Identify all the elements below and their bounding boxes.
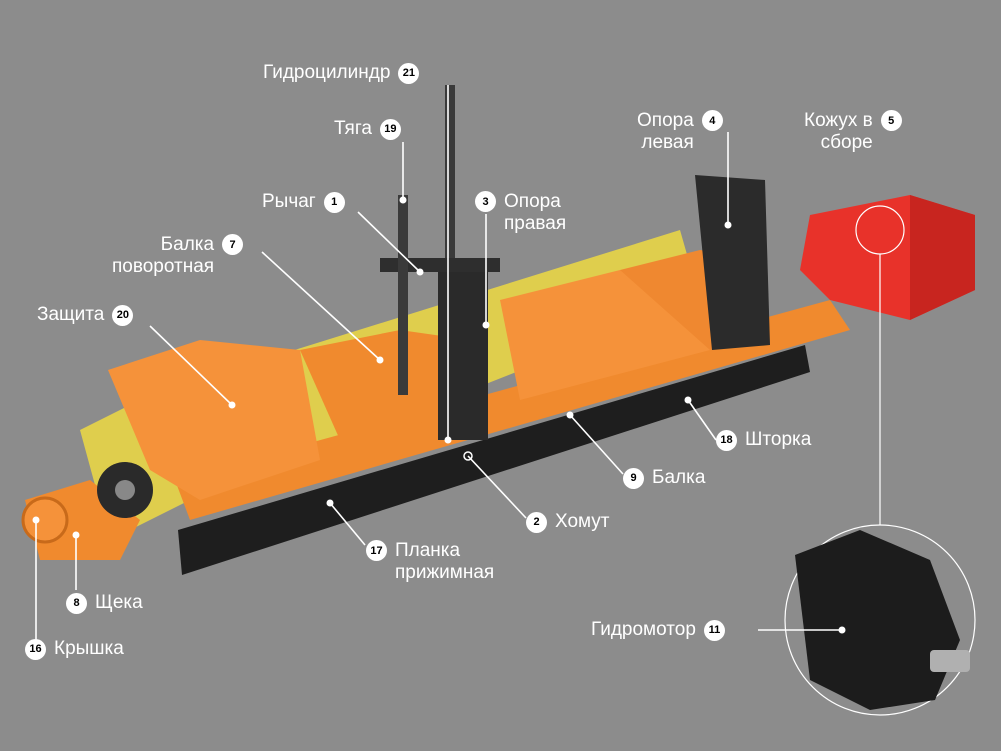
callout-text: Тяга xyxy=(334,118,372,139)
callout-number-badge: 21 xyxy=(398,62,420,84)
dot-cover xyxy=(32,516,40,524)
dot-support-left xyxy=(724,221,732,229)
callout-lever: Рычаг 1 xyxy=(262,191,345,213)
callout-number-badge: 17 xyxy=(366,540,387,561)
callout-number-badge: 1 xyxy=(323,191,345,213)
callout-text: Кожух в сборе xyxy=(804,110,873,153)
callout-beam: 9 Балка xyxy=(623,467,705,489)
callout-text: Гидроцилиндр xyxy=(263,62,391,83)
callout-clamp-bar: 17 Планка прижимная xyxy=(366,540,494,584)
support-right-plate xyxy=(438,260,488,440)
callout-number-badge: 19 xyxy=(379,118,401,140)
dot-lever xyxy=(416,268,424,276)
callout-text: Шторка xyxy=(745,429,812,450)
dot-support-right xyxy=(482,321,490,329)
callout-number-badge: 9 xyxy=(623,467,644,489)
leader-lines xyxy=(35,85,842,640)
callout-number-badge: 7 xyxy=(222,234,244,255)
leader-pivot-beam xyxy=(261,251,381,361)
callout-number-badge: 8 xyxy=(66,592,87,614)
dot-curtain xyxy=(684,396,692,404)
callout-text: Опора правая xyxy=(504,191,567,234)
leader-beam xyxy=(569,414,624,475)
dot-clamp-bar xyxy=(326,499,334,507)
support-left-plate xyxy=(695,175,770,350)
hydromotor-body xyxy=(795,530,960,710)
dot-cheek xyxy=(72,531,80,539)
callout-clamp: 2 Хомут xyxy=(526,511,610,533)
callout-number-badge: 4 xyxy=(701,110,723,131)
leader-clamp xyxy=(467,455,527,519)
dot-pivot-beam xyxy=(376,356,384,364)
callout-curtain: 18 Шторка xyxy=(716,429,811,451)
callout-text: Балка xyxy=(652,467,706,488)
callout-pivot-beam: Балка поворотная 7 xyxy=(112,234,244,278)
cover-cap xyxy=(21,496,69,544)
callout-support-right: 3 Опора правая xyxy=(475,191,566,235)
callout-text: Защита xyxy=(37,304,105,325)
red-housing-side xyxy=(910,195,975,320)
callout-number-badge: 2 xyxy=(526,511,547,533)
callout-text: Балка поворотная xyxy=(112,234,215,277)
leader-lever xyxy=(357,211,421,273)
callout-text: Гидромотор xyxy=(591,619,696,640)
leader-guard xyxy=(149,325,233,406)
curtain-strip xyxy=(178,345,810,575)
callout-cheek: 8 Щека xyxy=(66,592,143,614)
callout-text: Хомут xyxy=(555,511,610,532)
dot-clamp xyxy=(463,451,473,461)
brush-hub-center xyxy=(115,480,135,500)
leader-clamp-bar xyxy=(329,502,366,546)
leader-dots xyxy=(32,196,846,634)
callout-support-left: Опора левая 4 xyxy=(637,110,723,154)
callout-housing: Кожух в сборе 5 xyxy=(804,110,902,154)
callout-text: Рычаг xyxy=(262,191,316,212)
dot-beam xyxy=(566,411,574,419)
tie-rod xyxy=(398,195,408,395)
callout-number-badge: 18 xyxy=(716,429,737,451)
leader-curtain xyxy=(687,399,717,441)
callout-text: Щека xyxy=(95,592,143,613)
callout-rod: Тяга 19 xyxy=(334,118,401,140)
callout-number-badge: 20 xyxy=(112,304,134,326)
guard-panel-mid xyxy=(300,330,480,440)
callout-guard: Защита 20 xyxy=(37,304,134,326)
callout-number-badge: 5 xyxy=(880,110,902,131)
callout-cover: 16 Крышка xyxy=(25,638,124,660)
callout-hydrocylinder: Гидроцилиндр 21 xyxy=(263,62,420,84)
guard-panel-left xyxy=(108,340,320,500)
callout-text: Опора левая xyxy=(637,110,694,153)
dot-rod xyxy=(399,196,407,204)
dot-guard xyxy=(228,401,236,409)
callout-number-badge: 11 xyxy=(703,619,725,641)
callout-number-badge: 3 xyxy=(475,191,496,212)
dot-hydromotor xyxy=(838,626,846,634)
callout-hydromotor: Гидромотор 11 xyxy=(591,619,725,641)
hydrocylinder-rod xyxy=(445,85,455,265)
callout-text: Крышка xyxy=(54,638,124,659)
hydromotor-shaft xyxy=(930,650,970,672)
callout-text: Планка прижимная xyxy=(395,540,495,583)
dot-hydrocylinder xyxy=(444,436,452,444)
callout-number-badge: 16 xyxy=(25,638,46,660)
